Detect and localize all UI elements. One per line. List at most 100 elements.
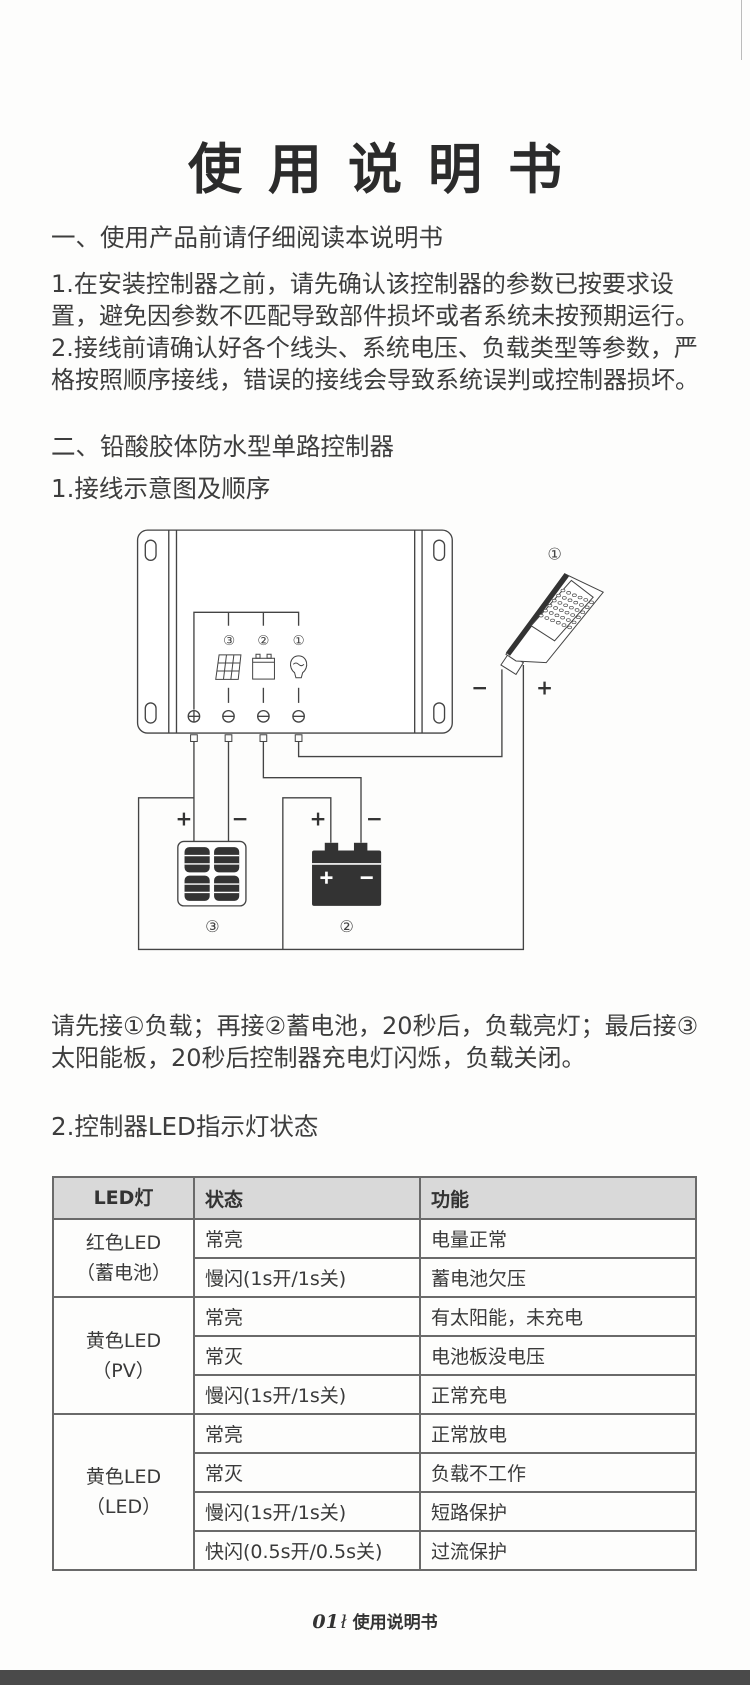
led-dot [553,606,558,610]
footer-title: 使用说明书 [352,1613,438,1633]
function-cell: 正常放电 [419,1413,697,1454]
led-dot [579,603,584,607]
svg-text:+: + [310,806,327,830]
header-function: 功能 [419,1176,697,1220]
table-row: 黄色LED（PV） 常亮 有太阳能，未充电 [52,1296,697,1415]
table-row: 常灭 负载不工作 [53,1452,697,1493]
section1-line: 置，避免因参数不匹配导致部件损坏或者系统未按预期运行。 [51,302,699,330]
led-status-subheading: 2.控制器LED指示灯状态 [51,1112,319,1141]
svg-text:−: − [471,676,488,700]
led-dot [560,616,565,620]
svg-text:+: + [536,676,553,700]
table-row: 慢闪(1s开/1s关) 短路保护 [53,1491,697,1532]
led-status-table: LED灯 状态 功能 红色LED（蓄电池） 常亮 电量正常 慢闪(1s开/1s关… [52,1176,697,1571]
led-dot [561,596,567,600]
svg-text:−: − [232,806,249,830]
table-header-row: LED灯 状态 功能 [52,1176,697,1220]
led-dot [583,598,589,602]
function-cell: 有太阳能，未充电 [419,1296,697,1337]
led-dot [567,598,573,602]
led-dot [571,620,577,625]
label-solar-panel: ③ [205,917,219,936]
footer-ornament-icon: ł [340,1612,347,1633]
state-cell: 常亮 [193,1218,421,1259]
bulb-icon [290,655,308,679]
led-dot [547,603,553,608]
scan-bottom-edge [0,1670,750,1685]
led-dot [550,618,555,623]
led-dot [555,621,561,625]
state-cell: 常灭 [193,1452,421,1493]
battery [312,842,382,906]
table-row: 快闪(0.5s开/0.5s关) 过流保护 [53,1530,697,1571]
led-dot [538,613,544,618]
table-row: 黄色LED（LED） 常亮 正常放电 [52,1413,697,1571]
solar-panel-icon [215,654,242,680]
led-dot [556,593,561,598]
label-solar: ③ [223,634,235,649]
terminal-minus [222,709,235,723]
scan-edge-line [741,0,742,60]
led-dot [548,611,554,615]
led-dot [577,595,583,600]
wiring-instruction-line: 太阳能板，20秒后控制器充电灯闪烁，负载关闭。 [51,1044,586,1072]
led-dot [573,600,579,605]
polarity-signs: + − + − − + [175,676,553,831]
state-cell: 快闪(0.5s开/0.5s关) [193,1530,421,1571]
led-dot [544,616,550,620]
section1-line: 1.在安装控制器之前，请先确认该控制器的参数已按要求设 [51,270,674,298]
wiring-instruction-line: 请先接①负载；再接②蓄电池，20秒后，负载亮灯；最后接③ [51,1012,699,1040]
page-number: 01 [312,1611,339,1633]
led-dot [560,588,566,593]
led-dot [543,608,548,613]
led-dot [563,603,569,607]
led-dot [576,615,581,620]
label-battery: ② [257,634,269,649]
led-dot [564,610,570,615]
state-cell: 慢闪(1s开/1s关) [193,1257,421,1298]
led-dot [569,605,574,610]
terminal-minus [292,709,305,723]
terminal-plus [187,709,201,723]
state-cell: 慢闪(1s开/1s关) [193,1374,421,1415]
section1-heading: 一、使用产品前请仔细阅读本说明书 [51,223,443,252]
label-battery-unit: ② [339,917,353,936]
battery-icon [252,653,275,680]
led-dot [566,591,572,595]
led-dot [558,608,564,612]
wiring-subheading: 1.接线示意图及顺序 [51,474,271,503]
function-cell: 短路保护 [419,1491,697,1532]
table-row: 慢闪(1s开/1s关) 蓄电池欠压 [53,1257,697,1298]
function-cell: 蓄电池欠压 [419,1257,697,1298]
led-cell: 红色LED（蓄电池） [52,1218,195,1298]
section1-line: 2.接线前请确认好各个线头、系统电压、负载类型等参数，严 [51,334,698,362]
wiring-diagram: ③ ② ① + − + − − + [136,529,605,951]
svg-text:−: − [366,806,383,830]
state-cell: 常灭 [193,1335,421,1376]
table-row: 慢闪(1s开/1s关) 正常充电 [53,1374,697,1415]
state-cell: 慢闪(1s开/1s关) [193,1491,421,1532]
led-dot [574,608,580,612]
terminal-minus [257,709,270,723]
state-cell: 常亮 [193,1296,421,1337]
led-dot [572,593,577,597]
led-dot [567,625,573,630]
page-title: 使用说明书 [188,137,588,201]
led-dot [557,601,563,605]
solar-panel [177,840,247,907]
led-dot [570,613,576,617]
controller: ③ ② ① [136,529,453,734]
section2-heading: 二、铅酸胶体防水型单路控制器 [51,432,394,461]
state-cell: 常亮 [193,1413,421,1454]
svg-text:+: + [175,806,192,830]
label-load: ① [293,634,305,649]
led-dot [580,610,586,614]
street-light [500,573,605,676]
led-dot [561,623,567,627]
led-dot [565,618,571,622]
function-cell: 电量正常 [419,1218,697,1259]
header-led: LED灯 [52,1176,195,1220]
led-cell: 黄色LED（PV） [52,1296,195,1415]
connectors [190,734,303,742]
